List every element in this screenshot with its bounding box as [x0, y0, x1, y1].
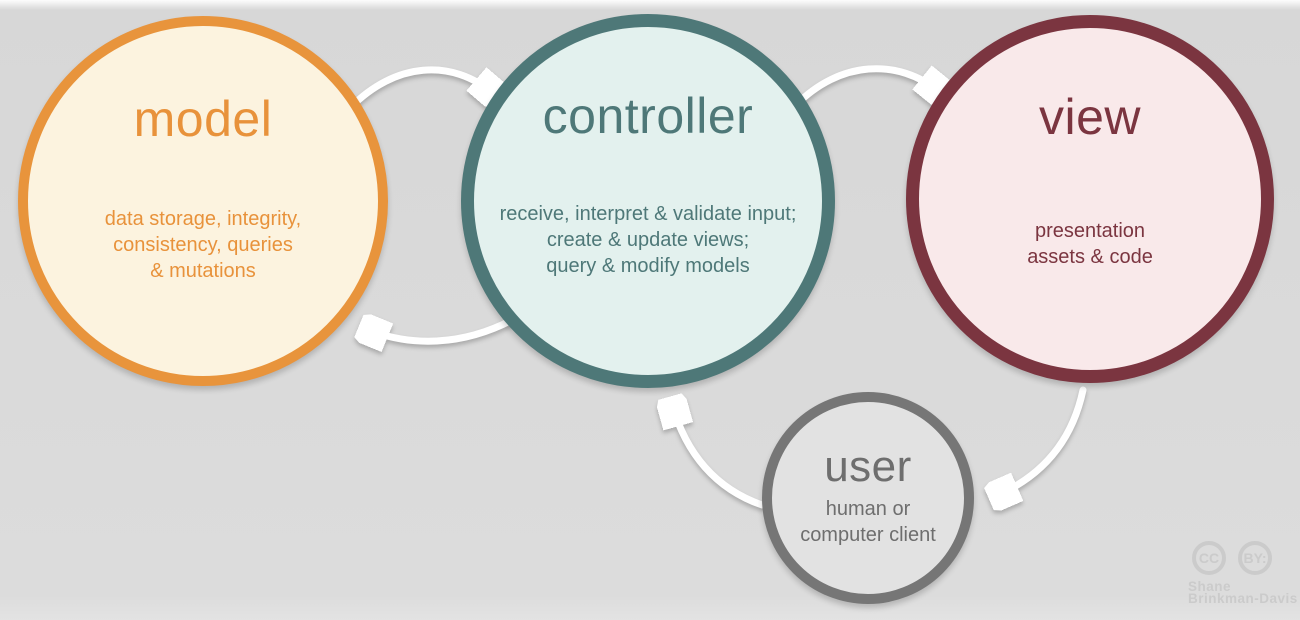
arrow-model-to-controller: [346, 66, 494, 112]
model-node: model data storage, integrity, consisten…: [18, 16, 388, 386]
controller-node: controller receive, interpret & validate…: [461, 14, 835, 388]
view-description-line: assets & code: [1027, 246, 1153, 268]
user-description: human or computer client: [800, 496, 936, 548]
author-name-line: Shane: [1188, 579, 1232, 594]
user-description-line: human or: [825, 498, 911, 520]
arrow-view-to-user: [996, 386, 1087, 496]
attribution: CC BY: Shane Brinkman-Davis: [1188, 541, 1298, 606]
user-title: user: [824, 442, 912, 491]
view-description: presentation assets & code: [1027, 218, 1153, 270]
user-description-line: computer client: [800, 524, 936, 546]
controller-description-line: query & modify models: [546, 255, 750, 277]
cc-by-icon: BY:: [1238, 541, 1272, 575]
model-title: model: [133, 91, 273, 147]
view-description-line: presentation: [1034, 220, 1146, 242]
controller-title: controller: [542, 88, 754, 144]
model-description-line: consistency, queries: [113, 234, 293, 256]
model-description-line: & mutations: [150, 260, 256, 282]
user-node: user human or computer client: [762, 392, 974, 604]
controller-description-line: receive, interpret & validate input;: [499, 203, 797, 225]
view-node: view presentation assets & code: [906, 15, 1274, 383]
arrow-controller-to-model: [366, 320, 516, 341]
author-name-line: Brinkman-Davis: [1188, 591, 1298, 606]
arrow-user-to-controller: [672, 404, 766, 509]
arrow-controller-to-view: [791, 65, 940, 110]
controller-description: receive, interpret & validate input; cre…: [500, 201, 797, 279]
controller-description-line: create & update views;: [546, 229, 750, 251]
cc-icon: CC: [1192, 541, 1226, 575]
view-title: view: [1038, 89, 1142, 145]
model-description: data storage, integrity, consistency, qu…: [105, 206, 301, 284]
license-badges: CC BY:: [1188, 541, 1293, 575]
model-description-line: data storage, integrity,: [104, 208, 302, 230]
author-name: Shane Brinkman-Davis: [1188, 579, 1298, 606]
